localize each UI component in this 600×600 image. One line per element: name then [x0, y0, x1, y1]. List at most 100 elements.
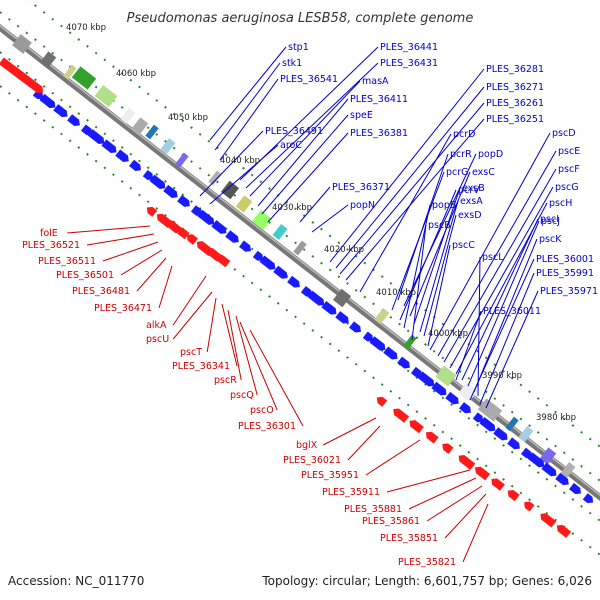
forward-gene-arrow: [287, 275, 300, 288]
gene-label-pcrg: pcrG: [446, 167, 469, 178]
leader-ples-36251: [345, 118, 485, 281]
gene-label-pcrd: pcrD: [453, 129, 475, 140]
feature-block: [458, 382, 478, 402]
feature-band: [12, 34, 576, 478]
leader-pscl: [477, 256, 481, 397]
gene-label-ples-36251: PLES_36251: [486, 114, 544, 125]
leader-alka: [172, 275, 207, 326]
feature-block: [272, 224, 288, 240]
forward-label-leaders: [199, 46, 557, 409]
scale-tick-label: 4060 kbp: [116, 69, 156, 79]
forward-gene-arrow: [163, 184, 178, 198]
forward-gene-arrow: [431, 381, 447, 396]
gene-label-ples-36301: PLES_36301: [238, 421, 296, 432]
feature-block: [374, 308, 390, 324]
reverse-gene-arrow: [32, 83, 44, 94]
forward-gene-arrow: [259, 255, 276, 270]
feature-block: [293, 240, 307, 256]
leader-psco: [239, 321, 278, 411]
gene-label-pscu: pscU: [146, 334, 169, 345]
gene-label-ples-35971: PLES_35971: [540, 286, 598, 297]
leader-pscf: [443, 168, 557, 363]
forward-gene-arrow: [149, 174, 166, 189]
feature-block: [403, 334, 417, 350]
gene-label-ples-36481: PLES_36481: [72, 286, 130, 297]
gene-label-popd: popD: [478, 149, 503, 160]
scale-tick-label: 4000 kbp: [428, 329, 468, 339]
gene-label-alka: alkA: [146, 320, 167, 331]
leader-ples-36481: [136, 257, 167, 292]
gene-label-ples-36411: PLES_36411: [350, 94, 408, 105]
gene-label-psce: pscE: [558, 146, 580, 157]
leader-pscb: [411, 224, 427, 341]
leader-exsb: [413, 187, 461, 325]
leader-ples-36521: [86, 233, 155, 246]
leader-masa: [249, 80, 361, 197]
gene-label-ples-35911: PLES_35911: [322, 487, 380, 498]
forward-gene-arrow: [555, 472, 569, 486]
gene-label-ples-36341: PLES_36341: [172, 361, 230, 372]
topology-label: Topology: circular; Length: 6,601,757 bp…: [261, 574, 592, 588]
reverse-gene-track: [0, 57, 572, 538]
forward-gene-arrow: [142, 169, 154, 180]
leader-pcrd: [359, 133, 452, 293]
feature-block: [12, 34, 32, 54]
forward-gene-arrow: [273, 265, 288, 279]
gene-label-exsd: exsD: [458, 210, 482, 221]
leader-stk1: [214, 62, 281, 151]
gene-label-ples-36281: PLES_36281: [486, 64, 544, 75]
leader-psck: [473, 238, 538, 393]
forward-gene-arrow: [211, 220, 227, 234]
leader-ples-36341: [221, 303, 238, 367]
feature-block: [120, 108, 136, 124]
feature-block: [220, 180, 240, 200]
gene-label-ples-36471: PLES_36471: [94, 303, 152, 314]
gene-label-psct: pscT: [180, 347, 202, 358]
gene-label-ples-35951: PLES_35951: [301, 470, 359, 481]
leader-spee: [261, 114, 349, 215]
feature-block: [71, 66, 97, 90]
leader-pscr: [227, 309, 242, 381]
gene-label-ples-36261: PLES_36261: [486, 98, 544, 109]
leader-ples-36371: [299, 186, 331, 223]
leader-pcrg: [391, 171, 445, 311]
gene-label-pscg: pscG: [555, 182, 579, 193]
feature-block: [235, 195, 253, 213]
leader-ples-36271: [335, 86, 485, 269]
scale-tick-label: 4030 kbp: [272, 203, 312, 213]
gene-label-aroc: aroC: [280, 140, 302, 151]
forward-gene-arrow: [190, 205, 203, 216]
leader-pscj: [467, 220, 540, 387]
feature-block: [160, 138, 176, 154]
feature-block: [252, 210, 272, 230]
gene-label-spee: speE: [350, 110, 373, 121]
forward-gene-arrow: [225, 230, 239, 243]
leader-pscg: [449, 186, 554, 369]
leader-ples-35881: [408, 477, 477, 510]
gene-label-ples-36001: PLES_36001: [536, 254, 594, 265]
reverse-gene-arrow: [475, 466, 491, 481]
gene-label-ples-36511: PLES_36511: [38, 256, 96, 267]
leader-ples-36021: [347, 425, 381, 461]
gene-label-popb: popB: [432, 200, 456, 211]
forward-gene-arrow: [582, 493, 594, 504]
reverse-gene-arrow: [442, 443, 454, 454]
forward-gene-arrow: [115, 149, 129, 162]
gene-label-ples-36271: PLES_36271: [486, 82, 544, 93]
gene-label-ples-35861: PLES_35861: [362, 516, 420, 527]
leader-pcrv: [399, 189, 457, 321]
reverse-gene-arrow: [146, 206, 158, 217]
leader-ples-36411: [257, 98, 349, 207]
forward-gene-arrow: [101, 139, 117, 154]
forward-gene-arrow: [527, 452, 545, 468]
forward-gene-arrow: [493, 427, 508, 441]
feature-block: [539, 447, 557, 465]
leader-ples-35971: [485, 290, 539, 409]
forward-gene-arrow: [362, 331, 374, 342]
reverse-gene-labels: folEPLES_36521PLES_36511PLES_36501PLES_3…: [22, 228, 456, 568]
feature-block: [518, 426, 534, 442]
reverse-gene-arrow: [425, 431, 439, 444]
leader-ples-35911: [386, 469, 471, 493]
